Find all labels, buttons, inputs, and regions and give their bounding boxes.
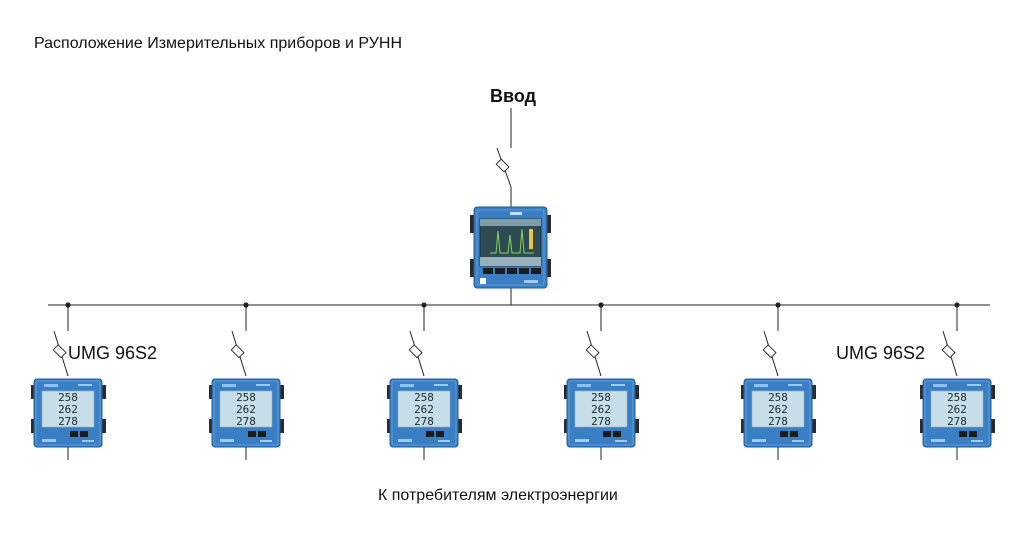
meter-reading-2: 262 [768, 403, 788, 416]
feeder-4-breaker [585, 330, 602, 377]
main-power-analyzer [470, 206, 551, 289]
meter-reading-3: 278 [768, 415, 788, 428]
input-breaker [495, 147, 512, 188]
meter-reading-2: 262 [591, 403, 611, 416]
meter-reading-1: 258 [414, 391, 434, 404]
meter-reading-3: 278 [236, 415, 256, 428]
meter-reading-2: 262 [947, 403, 967, 416]
feeder-3-breaker [408, 330, 425, 377]
meter-reading-2: 262 [58, 403, 78, 416]
wiring [48, 108, 990, 460]
meter-reading-3: 278 [58, 415, 78, 428]
meter-reading-1: 258 [236, 391, 256, 404]
device-label-right: UMG 96S2 [836, 343, 926, 363]
meter-reading-1: 258 [58, 391, 78, 404]
feeder-6-breaker [941, 330, 958, 377]
meter-reading-3: 278 [591, 415, 611, 428]
meter-reading-3: 278 [947, 415, 967, 428]
device-label-left: UMG 96S2 [68, 343, 158, 363]
meter-reading-1: 258 [591, 391, 611, 404]
meter-reading-1: 258 [768, 391, 788, 404]
feeder-1-breaker [52, 330, 69, 377]
meter-reading-2: 262 [414, 403, 434, 416]
meter-reading-1: 258 [947, 391, 967, 404]
feeder-2-breaker [230, 330, 247, 377]
meter-reading-2: 262 [236, 403, 256, 416]
page-title: Расположение Измерительных приборов и РУ… [34, 35, 403, 52]
meters-group: 2582622782582622782582622782582622782582… [30, 206, 996, 448]
feeder-5-breaker [762, 330, 779, 377]
input-label: Ввод [490, 86, 537, 106]
meter-reading-3: 278 [414, 415, 434, 428]
footer-caption: К потребителям электроэнергии [378, 487, 618, 504]
